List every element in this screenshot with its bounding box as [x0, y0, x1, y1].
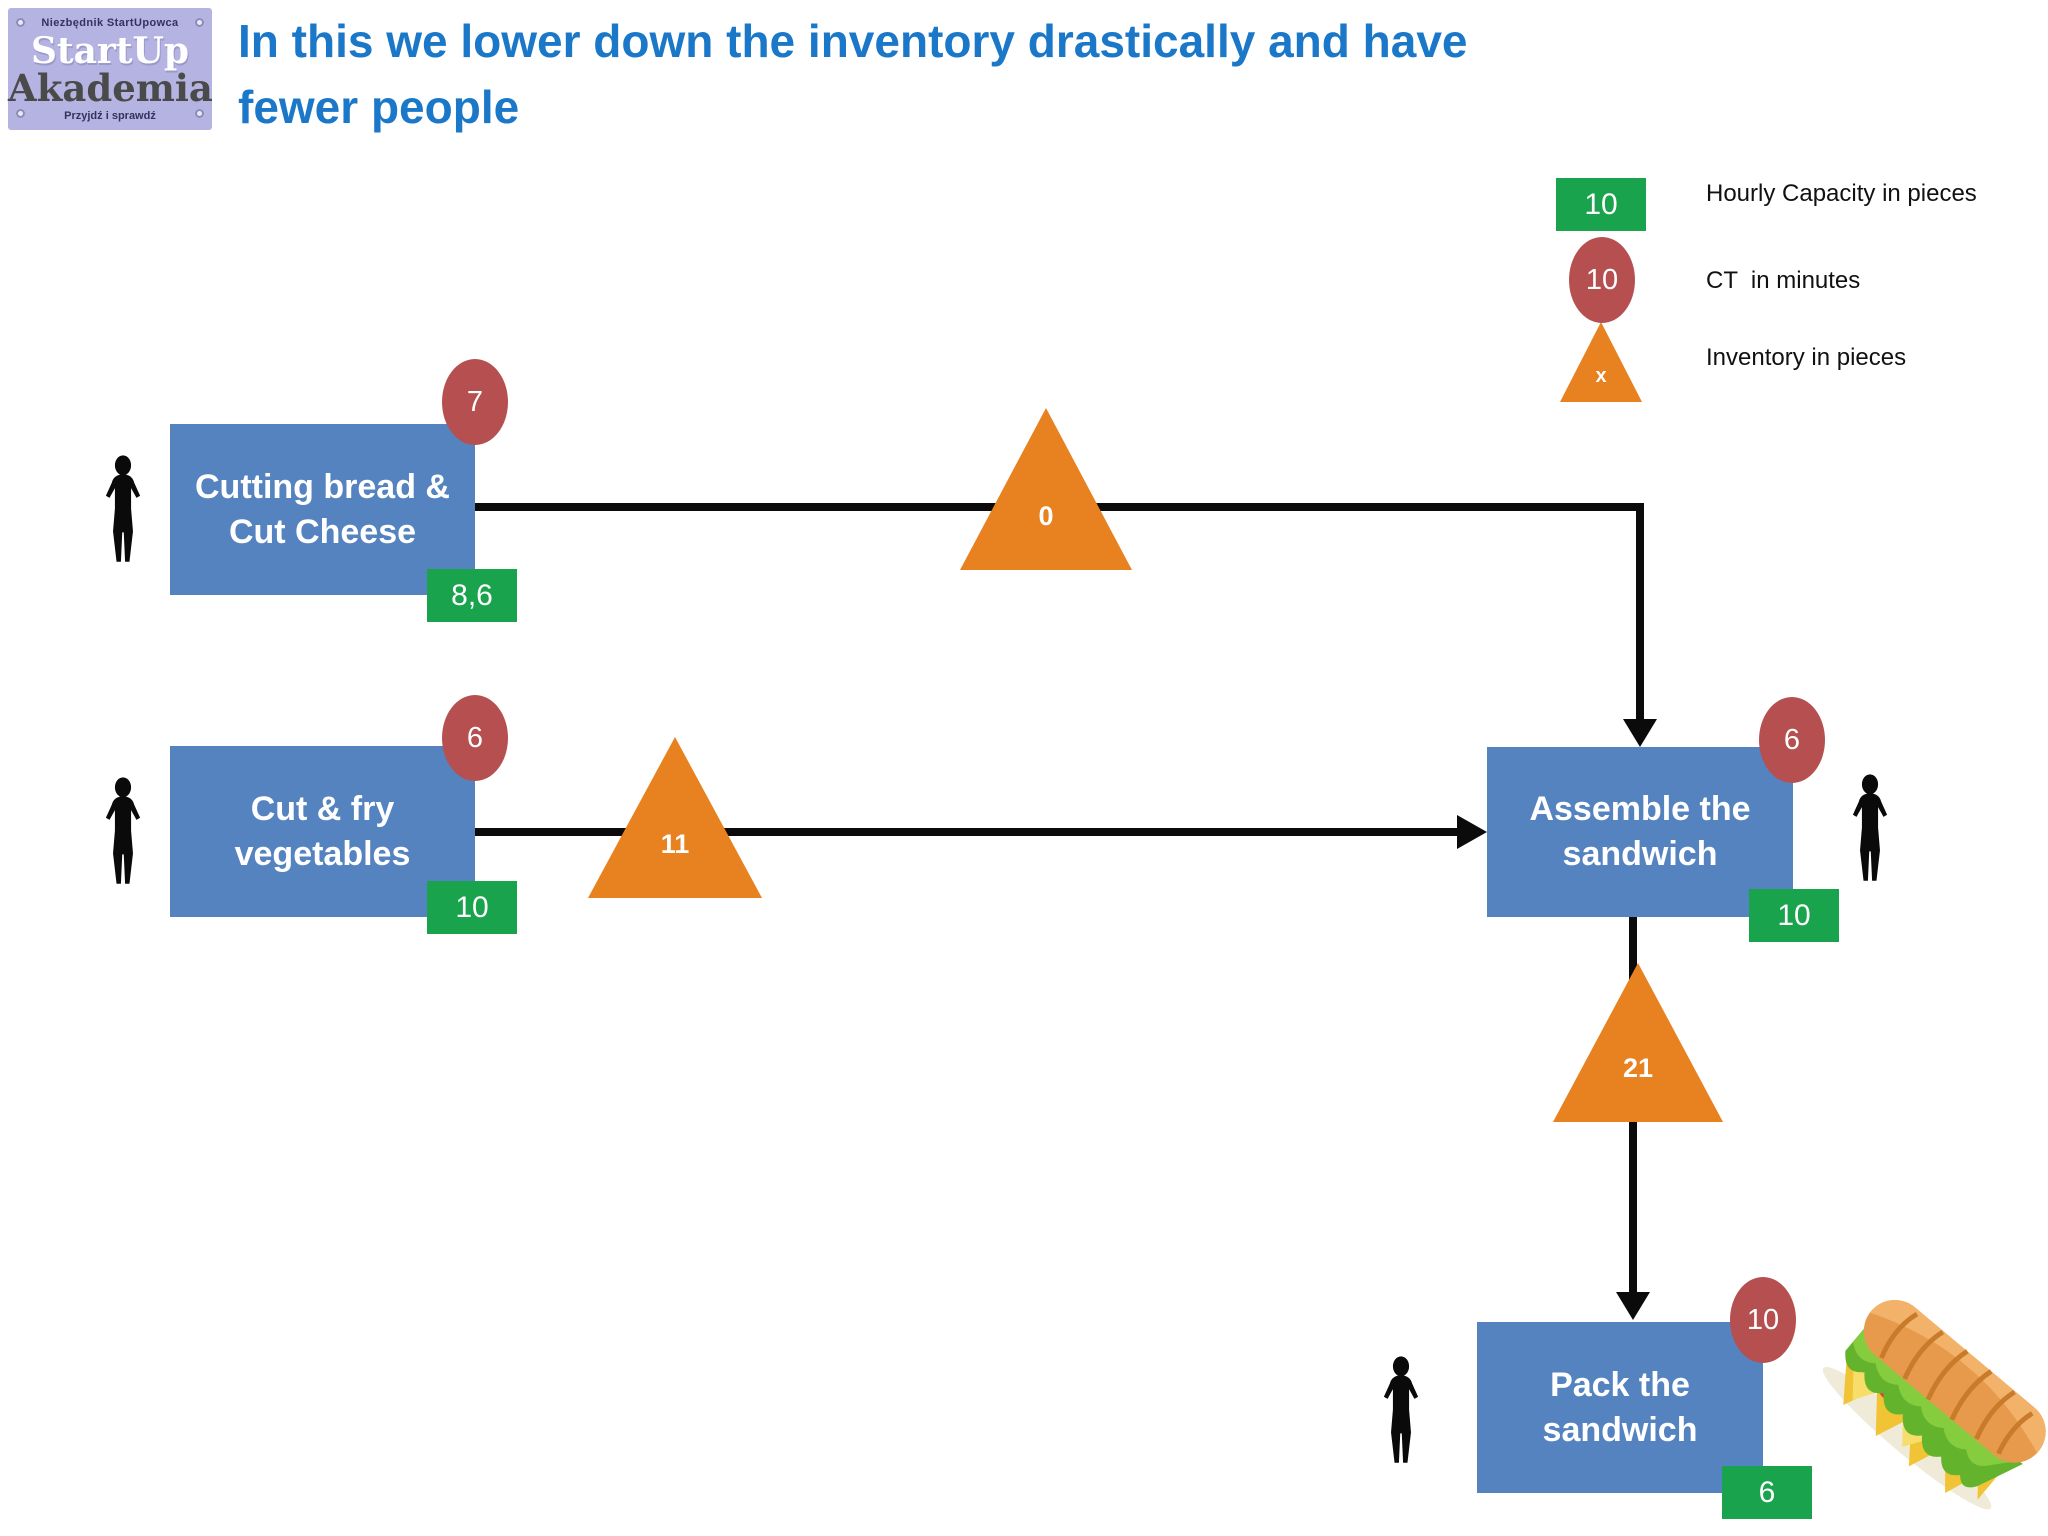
ct-badge-cutting-bread: 7	[442, 359, 508, 445]
person-icon	[105, 455, 141, 562]
sandwich-image	[1822, 1300, 2046, 1510]
capacity-badge-cut-fry: 10	[427, 881, 517, 934]
inventory-triangle-assemble-to-pack: 21	[1553, 963, 1723, 1122]
ct-badge-pack: 10	[1730, 1277, 1796, 1363]
screw-icon	[16, 109, 25, 118]
process-box-pack-sandwich: Pack the sandwich	[1477, 1322, 1763, 1493]
startup-akademia-logo: Niezbędnik StartUpowca StartUp Akademia …	[8, 8, 213, 130]
ct-badge-assemble: 6	[1759, 697, 1825, 783]
capacity-badge-cutting-bread: 8,6	[427, 569, 517, 622]
logo-tagline-top: Niezbędnik StartUpowca	[41, 17, 179, 29]
ct-badge-cut-fry: 6	[442, 695, 508, 781]
screw-icon	[195, 18, 204, 27]
person-icon	[1383, 1356, 1419, 1463]
arrowhead-into-assemble-top	[1623, 719, 1657, 747]
legend-inventory-swatch: x	[1560, 322, 1642, 402]
inventory-triangle-bread-to-assemble: 0	[960, 408, 1132, 570]
legend-inventory-label: Inventory in pieces	[1706, 344, 1907, 371]
screw-icon	[16, 18, 25, 27]
slide-title: In this we lower down the inventory dras…	[238, 8, 1658, 140]
slide-title-line1: In this we lower down the inventory dras…	[238, 15, 1468, 67]
screw-icon	[195, 109, 204, 118]
legend-capacity-swatch: 10	[1556, 178, 1646, 231]
inventory-triangle-veg-to-assemble: 11	[588, 737, 762, 898]
process-box-assemble-sandwich: Assemble the sandwich	[1487, 747, 1793, 917]
legend-ct-label: CT in minutes	[1706, 267, 1861, 294]
capacity-badge-assemble: 10	[1749, 889, 1839, 942]
logo-name-startup: StartUp	[30, 30, 190, 72]
legend-capacity-label: Hourly Capacity in pieces	[1706, 180, 1977, 207]
arrowhead-into-assemble-left	[1457, 815, 1487, 849]
slide-title-line2: fewer people	[238, 81, 520, 133]
process-box-cut-fry-vegetables: Cut & fry vegetables	[170, 746, 475, 917]
connector-veg-to-assemble	[475, 828, 1459, 836]
logo-tagline-bottom: Przyjdź i sprawdź	[64, 110, 156, 122]
process-box-cutting-bread: Cutting bread & Cut Cheese	[170, 424, 475, 595]
connector-bread-to-assemble-vertical	[1636, 503, 1644, 721]
person-icon	[105, 777, 141, 884]
person-icon	[1852, 774, 1888, 881]
logo-name-akademia: Akademia	[8, 66, 213, 110]
capacity-badge-pack: 6	[1722, 1466, 1812, 1519]
legend-ct-swatch: 10	[1569, 237, 1635, 323]
arrowhead-into-pack-top	[1616, 1292, 1650, 1320]
